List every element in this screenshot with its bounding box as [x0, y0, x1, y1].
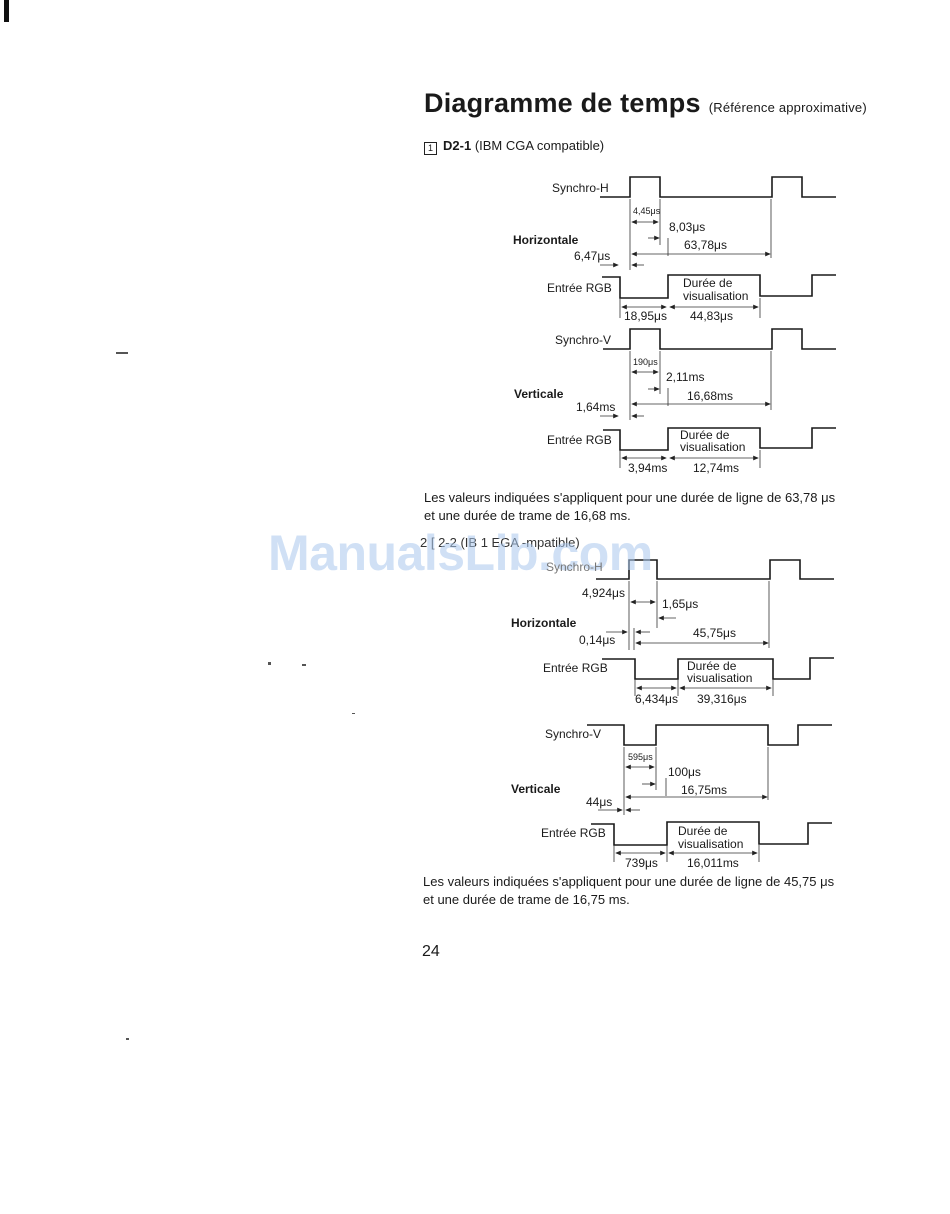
s2-v-disp-time: 16,011ms [687, 856, 739, 870]
s1-v-pulse-time: 190μs [633, 357, 658, 367]
section2-note-line1: Les valeurs indiquées s'appliquent pour … [423, 874, 835, 889]
s2-v-rgb-label: Entrée RGB [541, 826, 606, 840]
page-title-note: (Référence approximative) [708, 100, 867, 115]
s1-h-rgb-wave [602, 274, 836, 299]
s2-v-pulse-time: 595μs [628, 752, 653, 762]
s2-v-rgb-wave [591, 821, 832, 846]
s1-v-blank-time: 3,94ms [628, 461, 668, 475]
s1-h-blank-time: 18,95μs [624, 309, 667, 323]
scan-speck [116, 352, 128, 354]
section1-code: D2-1 [443, 138, 472, 153]
s2-v-sync-label: Synchro-V [545, 727, 602, 741]
s1-v-a-time: 1,64ms [576, 400, 616, 414]
s2-v-b-time: 100μs [668, 765, 701, 779]
s2-v-sync-wave [587, 724, 832, 746]
s2-h-a-time: 0,14μs [579, 633, 616, 647]
s1-h-pulse-time: 4,45μs [633, 206, 661, 216]
section2-header: 2 [ 2-2 (IB 1 EGA -mpatible) [420, 535, 580, 550]
scan-speck [302, 664, 306, 666]
s2-h-rgb-label: Entrée RGB [543, 661, 608, 675]
s2-h-sync-label: Synchro-H [546, 560, 603, 574]
s2-v-label: Verticale [511, 782, 561, 796]
s1-v-sync-wave [603, 328, 836, 350]
section1-header: 1 D2-1 (IBM CGA compatible) [424, 138, 604, 155]
scan-speck [352, 713, 355, 714]
section1-note: Les valeurs indiquées s'appliquent pour … [424, 489, 835, 525]
s1-v-b-time: 2,11ms [666, 370, 705, 384]
watermark: ManualsLib.com [268, 525, 653, 581]
s2-v-blank-time: 739μs [625, 856, 658, 870]
scan-speck [268, 662, 271, 665]
s1-h-display-label: Durée de visualisation [683, 277, 748, 303]
s1-v-display-line2: visualisation [680, 440, 746, 454]
s1-h-total-time: 63,78μs [684, 238, 727, 252]
s2-h-b-time: 1,65μs [662, 597, 699, 611]
section2-note: Les valeurs indiquées s'appliquent pour … [423, 873, 834, 909]
s1-h-sync-label: Synchro-H [552, 181, 609, 195]
s1-v-total-time: 16,68ms [687, 389, 734, 403]
s1-v-display-line1: Durée de [680, 428, 730, 442]
s1-v-rgb-wave [603, 427, 836, 451]
s2-v-display-label: Durée de visualisation [678, 825, 743, 851]
s1-h-rgb-label: Entrée RGB [547, 281, 612, 295]
s1-h-sync-wave [600, 176, 836, 198]
s1-h-b-time: 8,03μs [669, 220, 706, 234]
page-title-text: Diagramme de temps [424, 88, 701, 118]
section1-note-line1: Les valeurs indiquées s'appliquent pour … [424, 490, 836, 505]
section1-note-line2: et une durée de trame de 16,68 ms. [424, 508, 631, 523]
s1-h-a-time: 6,47μs [574, 249, 611, 263]
scan-speck [126, 1038, 129, 1040]
s1-h-disp-time: 44,83μs [690, 309, 733, 323]
s2-v-display-line1: Durée de [678, 824, 728, 838]
s1-h-label: Horizontale [513, 233, 579, 247]
s2-v-a-time: 44μs [586, 795, 613, 809]
section1-number-box: 1 [424, 142, 437, 155]
s2-h-display-line2: visualisation [687, 671, 753, 685]
s1-v-rgb-label: Entrée RGB [547, 433, 612, 447]
s1-h-display-line2: visualisation [683, 289, 749, 303]
s2-h-display-label: Durée de visualisation [687, 660, 752, 684]
page-number: 24 [422, 943, 440, 960]
s2-h-blank-time: 6,434μs [635, 692, 678, 706]
s2-h-label: Horizontale [511, 616, 577, 630]
s1-v-display-label: Durée de visualisation [680, 429, 745, 453]
s1-v-label: Verticale [514, 387, 564, 401]
s2-v-total-time: 16,75ms [681, 783, 728, 797]
s2-h-display-line1: Durée de [687, 659, 737, 673]
s2-h-sync-wave [596, 559, 834, 580]
binder-mark [4, 0, 9, 22]
s1-v-disp-time: 12,74ms [693, 461, 740, 475]
s2-v-display-line2: visualisation [678, 837, 744, 851]
s2-h-disp-time: 39,316μs [697, 692, 747, 706]
s2-h-total-time: 45,75μs [693, 626, 736, 640]
s1-v-sync-label: Synchro-V [555, 333, 612, 347]
page-title: Diagramme de temps (Référence approximati… [424, 88, 867, 119]
section1-desc: (IBM CGA compatible) [474, 138, 605, 153]
s2-h-rgb-wave [602, 657, 834, 680]
s2-h-pulse-time: 4,924μs [582, 586, 625, 600]
section2-note-line2: et une durée de trame de 16,75 ms. [423, 892, 630, 907]
s1-h-display-line1: Durée de [683, 276, 733, 290]
